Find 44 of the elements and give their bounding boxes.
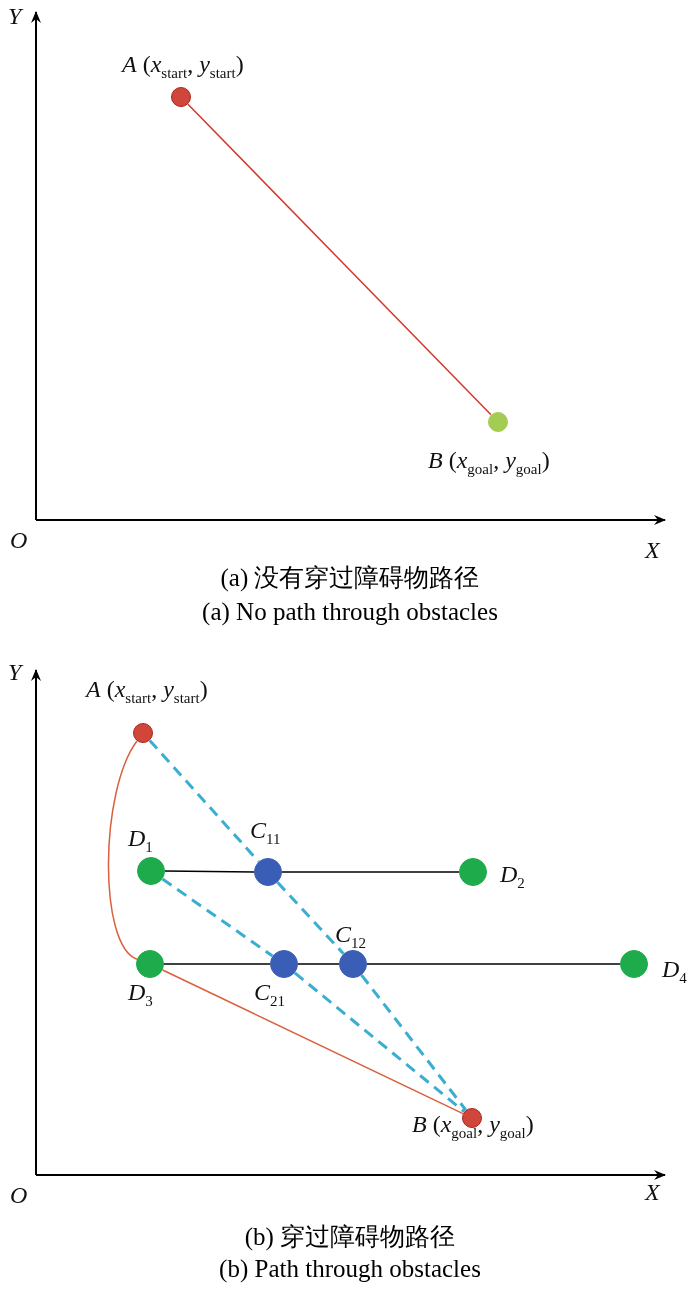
figure-caption: (a) 没有穿过障碍物路径 [220,564,480,591]
point-label: D$_{1}$ [128,826,153,855]
line [163,963,271,965]
dashed-line [293,971,466,1113]
axis-label: X [645,1180,660,1204]
dashed-line [276,881,345,955]
point-label: C$_{12}$ [335,922,366,951]
origin-label: O [10,1183,28,1207]
line [161,969,464,1115]
axis-label: Y [8,4,22,28]
point-marker [459,858,487,886]
point-label: A (x$_{start}$, y$_{start}$) [122,52,244,81]
point-label: C$_{21}$ [254,980,285,1009]
point-marker [133,723,153,743]
point-marker [339,950,367,978]
axis-label: X [645,538,660,562]
line [187,103,492,416]
origin-label: O [10,528,28,552]
line [366,963,621,965]
curved-line [107,740,138,960]
figure-caption: (b) 穿过障碍物路径 [244,1223,456,1250]
point-marker [488,412,508,432]
point-label: A (x$_{start}$, y$_{start}$) [86,677,208,706]
line [164,870,255,873]
point-marker [462,1108,482,1128]
dashed-line [360,974,468,1111]
point-label: D$_{2}$ [500,862,525,891]
point-marker [270,950,298,978]
point-marker [254,858,282,886]
figure-caption: (b) Path through obstacles [219,1255,481,1282]
point-marker [171,87,191,107]
line [281,871,460,873]
point-label: B (x$_{goal}$, y$_{goal}$) [412,1112,534,1141]
dashed-line [161,877,274,958]
point-label: B (x$_{goal}$, y$_{goal}$) [428,448,550,477]
axis-label: Y [8,660,22,684]
point-label: D$_{4}$ [662,957,687,986]
point-label: D$_{3}$ [128,980,153,1009]
point-marker [136,950,164,978]
point-marker [137,857,165,885]
line [297,963,340,965]
point-marker [620,950,648,978]
point-label: C$_{11}$ [250,818,281,847]
figure-caption: (a) No path through obstacles [202,598,498,625]
